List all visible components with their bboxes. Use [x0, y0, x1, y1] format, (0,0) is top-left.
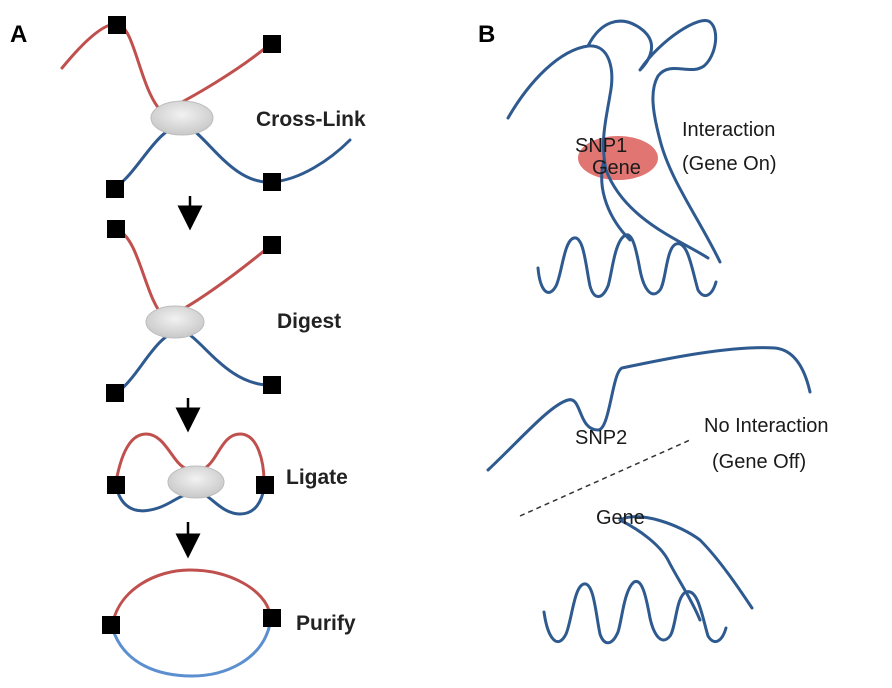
restriction-site-marker	[108, 16, 126, 34]
chromatin-fiber	[536, 233, 718, 298]
protein-complex	[167, 465, 225, 499]
protein-complex	[145, 305, 205, 339]
gene-label: Gene	[596, 507, 645, 529]
red-strand	[114, 432, 187, 484]
protein-complex	[150, 100, 214, 136]
step-label-crosslink: Cross-Link	[256, 108, 366, 131]
state-label-line2: (Gene Off)	[712, 451, 806, 473]
restriction-site-marker	[106, 180, 124, 198]
blue-strand	[111, 622, 272, 678]
chromatin-fiber	[600, 158, 632, 242]
red-strand	[60, 22, 272, 114]
blue-strand	[114, 484, 187, 513]
state-label-line2: (Gene On)	[682, 153, 776, 175]
step-digest: Digest	[106, 220, 341, 402]
step-purify: Purify	[102, 568, 356, 678]
panel-b-letter: B	[478, 21, 495, 48]
restriction-site-marker	[107, 220, 125, 238]
blue-strand	[113, 122, 352, 190]
panel-a-letter: A	[10, 21, 27, 48]
snp-label: SNP1	[575, 135, 627, 157]
step-label-digest: Digest	[277, 310, 341, 333]
restriction-site-marker	[263, 236, 281, 254]
snp-label: SNP2	[575, 427, 627, 449]
chromatin-fiber	[618, 515, 754, 610]
separation-dashed-line	[519, 439, 691, 517]
state-label-line1: Interaction	[682, 119, 775, 141]
restriction-site-marker	[107, 476, 125, 494]
state-label-line1: No Interaction	[704, 415, 829, 437]
red-strand	[203, 432, 266, 484]
blue-strand	[203, 486, 266, 516]
chromatin-fiber	[586, 19, 722, 264]
restriction-site-marker	[263, 173, 281, 191]
chromatin-fiber	[506, 44, 710, 260]
chromatin-fiber	[486, 346, 812, 472]
red-strand	[116, 228, 272, 320]
step-ligate: Ligate	[107, 432, 348, 516]
restriction-site-marker	[102, 616, 120, 634]
step-label-purify: Purify	[296, 612, 356, 635]
panel-b: B SNP1 Gene Interaction (Gene On) SNP2 G…	[478, 19, 829, 645]
restriction-site-marker	[256, 476, 274, 494]
panel-a: A Cross-Link Digest	[10, 16, 366, 678]
red-strand	[111, 568, 272, 624]
chromatin-fiber	[542, 579, 728, 645]
restriction-site-marker	[106, 384, 124, 402]
restriction-site-marker	[263, 35, 281, 53]
chromatin-fiber	[618, 518, 702, 622]
step-label-ligate: Ligate	[286, 466, 348, 489]
blue-strand	[116, 328, 272, 394]
restriction-site-marker	[263, 609, 281, 627]
no-interaction-diagram: SNP2 Gene No Interaction (Gene Off)	[486, 346, 829, 645]
snp-gene-contact-highlight	[578, 136, 658, 180]
gene-label: Gene	[592, 157, 641, 179]
step-crosslink: Cross-Link	[60, 16, 366, 198]
restriction-site-marker	[263, 376, 281, 394]
interaction-diagram: SNP1 Gene Interaction (Gene On)	[506, 19, 776, 298]
